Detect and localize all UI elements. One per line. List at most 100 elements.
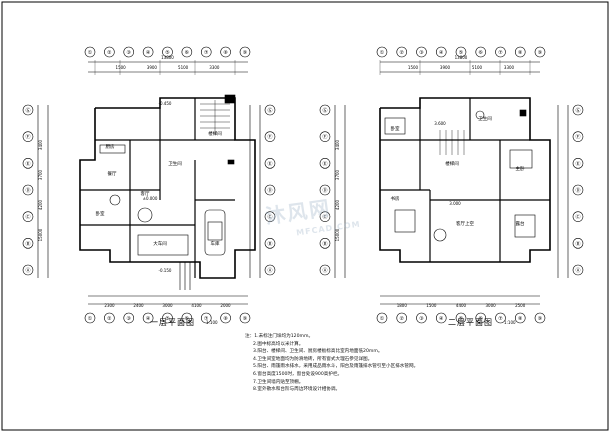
side-dimension: 3700 <box>335 169 340 180</box>
room-label: 卧室 <box>391 125 400 132</box>
axis-right-0-circle <box>264 211 276 222</box>
axis-top-1-circle <box>495 46 506 58</box>
axis-top-1: ③ <box>419 50 423 56</box>
axis-left-1-circle <box>319 184 331 196</box>
axis-left-1-circle <box>319 158 331 169</box>
note-line: 4.卫生间室地面均为防滑地砖，所有窗式大理石参见详图。 <box>253 356 373 362</box>
axis-left-1: Ⓒ <box>322 214 327 221</box>
second-floor-title: 二层平面图 <box>448 318 493 327</box>
room-label: 露台 <box>516 220 525 227</box>
axis-bottom-1: ⑥ <box>479 316 484 322</box>
top-dimension: 3300 <box>209 65 220 70</box>
axis-left-1: Ⓓ <box>322 187 327 194</box>
axis-bottom-0: ⑦ <box>204 316 209 322</box>
axis-bottom-1: ④ <box>439 316 444 322</box>
bottom-dimension: 1800 <box>397 303 408 308</box>
axis-left-0-circle <box>22 158 34 169</box>
bottom-dimension: 2400 <box>133 303 144 308</box>
axis-top-0: ⑦ <box>204 50 209 56</box>
axis-top-0-circle <box>162 46 173 58</box>
axis-bottom-0: ① <box>88 316 93 322</box>
axis-top-1: ⑨ <box>538 50 542 56</box>
design-notes: 注：1.未标注门垛均为120mm。 2.图中标高均以米计算。 3.阳台、楼梯间、… <box>245 333 418 394</box>
axis-bottom-1-circle <box>416 312 427 324</box>
axis-top-1: ⑥ <box>479 50 484 56</box>
axis-left-1-circle <box>319 104 331 116</box>
axis-bottom-0-circle <box>162 312 173 324</box>
axis-bottom-0: ⑨ <box>243 316 247 322</box>
room-label: 客厅 <box>141 190 150 197</box>
axis-top-0: ④ <box>146 50 151 56</box>
first-floor-plan <box>37 60 261 305</box>
axis-left-0-circle <box>22 211 34 222</box>
axis-left-0-circle <box>22 264 34 276</box>
top-dimension: 5100 <box>472 65 483 70</box>
axis-top-1-circle <box>514 46 526 58</box>
axis-bottom-0-circle <box>123 312 135 324</box>
axis-right-0: Ⓑ <box>267 240 272 247</box>
axis-right-1-circle <box>572 264 584 276</box>
bottom-dimension: 3000 <box>486 303 497 308</box>
axis-bottom-1-circle <box>534 312 546 324</box>
room-label: 卧室 <box>96 210 105 217</box>
top-dimension: 3900 <box>147 65 158 70</box>
axis-bottom-0-circle <box>200 312 212 324</box>
axis-bottom-1: ⑦ <box>498 316 503 322</box>
room-label: 大车间 <box>153 240 167 247</box>
first-floor-title: 一层平面图 <box>150 318 195 327</box>
bottom-dimension: 2300 <box>104 303 115 308</box>
axis-top-1-circle <box>376 46 388 58</box>
axis-left-0-circle <box>22 184 34 196</box>
room-label: 卫生间 <box>478 115 492 122</box>
axis-top-0: ① <box>88 50 93 56</box>
axis-left-0: Ⓒ <box>25 214 30 221</box>
axis-left-1-circle <box>319 131 331 142</box>
axis-bottom-1: ③ <box>419 316 423 322</box>
axis-left-0: Ⓐ <box>25 267 30 274</box>
axis-bottom-0-circle <box>84 312 96 324</box>
axis-left-1-circle <box>319 238 331 249</box>
axis-bottom-0: ④ <box>146 316 151 322</box>
bottom-dimension: 1500 <box>426 303 437 308</box>
bottom-dimension: 4400 <box>456 303 467 308</box>
room-label: 车库 <box>211 240 220 247</box>
axis-bottom-1: ⑨ <box>538 316 542 322</box>
axis-right-1: Ⓕ <box>575 134 580 141</box>
axis-right-0-circle <box>264 104 276 116</box>
first-floor-scale: 1:100 <box>206 320 218 325</box>
axis-left-1-circle <box>319 264 331 276</box>
axis-left-0: Ⓖ <box>25 107 30 114</box>
side-dimension: 15000 <box>335 228 340 241</box>
axis-left-1: Ⓐ <box>322 267 327 274</box>
axis-bottom-1-circle <box>396 312 408 324</box>
axis-top-0-circle <box>104 46 115 58</box>
second-floor-scale: 1:100 <box>504 320 516 325</box>
axis-bottom-1-circle <box>475 312 487 324</box>
top-dimension: 5100 <box>178 65 189 70</box>
axis-bottom-0-circle <box>104 312 115 324</box>
top-dimension: 1500 <box>408 65 419 70</box>
axis-top-1-circle <box>475 46 487 58</box>
axis-right-0: Ⓖ <box>267 107 272 114</box>
axis-bottom-0-circle <box>239 312 251 324</box>
axis-top-0-circle <box>123 46 135 58</box>
side-dimension: 4200 <box>38 199 43 210</box>
bottom-dimension: 2000 <box>220 303 231 308</box>
axis-bottom-1: ⑤ <box>459 316 463 322</box>
axis-top-1: ④ <box>439 50 444 56</box>
axis-top-0-circle <box>220 46 231 58</box>
axis-left-1: Ⓕ <box>322 134 327 141</box>
axis-right-1: Ⓓ <box>575 187 580 194</box>
axis-top-0: ⑥ <box>185 50 190 56</box>
axis-top-0: ③ <box>127 50 131 56</box>
axis-right-1: Ⓐ <box>575 267 580 274</box>
axis-right-1: Ⓖ <box>575 107 580 114</box>
room-label: 楼梯间 <box>208 130 222 137</box>
bottom-dimension: 2500 <box>515 303 526 308</box>
axis-bottom-0: ③ <box>127 316 131 322</box>
axis-right-0-circle <box>264 184 276 196</box>
side-dimension: 3400 <box>38 139 43 150</box>
axis-top-1-circle <box>416 46 427 58</box>
axis-bottom-1-circle <box>514 312 526 324</box>
